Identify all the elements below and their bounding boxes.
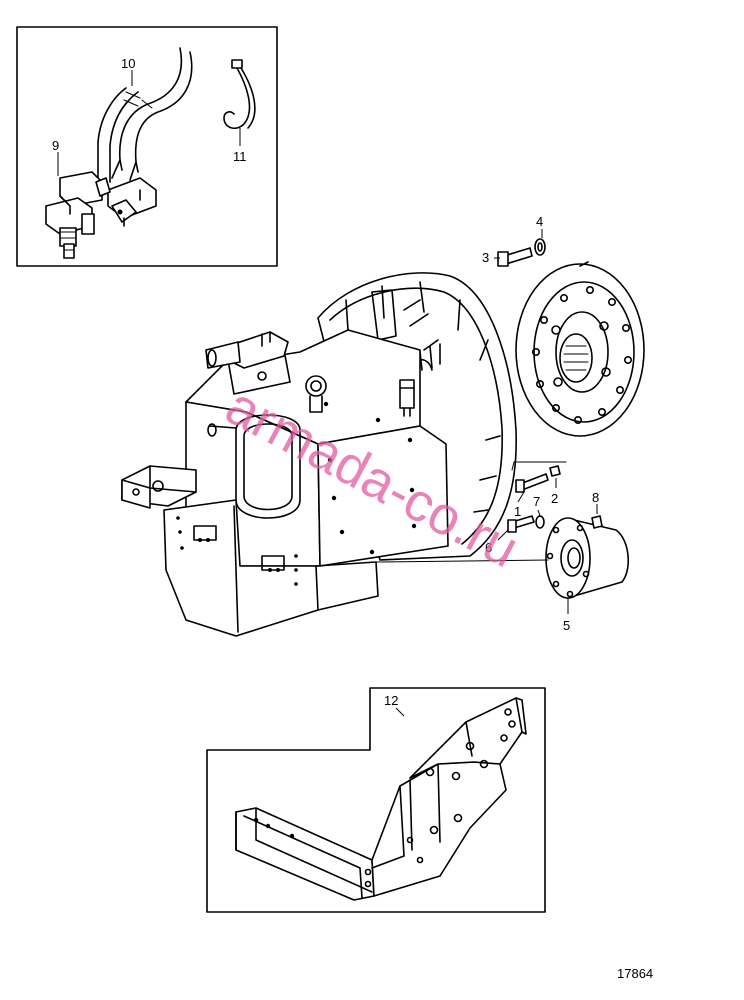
flex-plate-icon: 4 3	[482, 214, 645, 437]
callout-2: 2	[551, 491, 558, 506]
fastener-group: 2 7 1 6 8	[485, 461, 603, 555]
inset-frame	[16, 26, 278, 267]
engine-mount-bracket-icon	[235, 697, 527, 901]
callout-7: 7	[533, 494, 540, 509]
cable-clip-icon	[223, 59, 256, 130]
inset-frame-bracket	[206, 687, 546, 913]
output-flange-icon: 5	[375, 517, 629, 633]
callout-12: 12	[384, 693, 398, 708]
callout-6: 6	[485, 540, 492, 555]
callout-11: 11	[233, 149, 247, 164]
flex-plate-holes	[531, 285, 632, 424]
inset-bracket-panel: 12	[206, 687, 546, 913]
callout-10: 10	[121, 56, 135, 71]
inset-solenoid-panel: 10 9 11	[16, 26, 278, 267]
gearbox-icon	[121, 272, 517, 637]
figure-number: 17864	[617, 966, 653, 981]
callout-4: 4	[536, 214, 543, 229]
callout-5: 5	[563, 618, 570, 633]
cable-harness-icon	[97, 47, 193, 183]
callout-1: 1	[514, 504, 521, 519]
callout-9: 9	[52, 138, 59, 153]
solenoid-valve-icon	[45, 171, 157, 259]
callout-3: 3	[482, 250, 489, 265]
callout-8: 8	[592, 490, 599, 505]
